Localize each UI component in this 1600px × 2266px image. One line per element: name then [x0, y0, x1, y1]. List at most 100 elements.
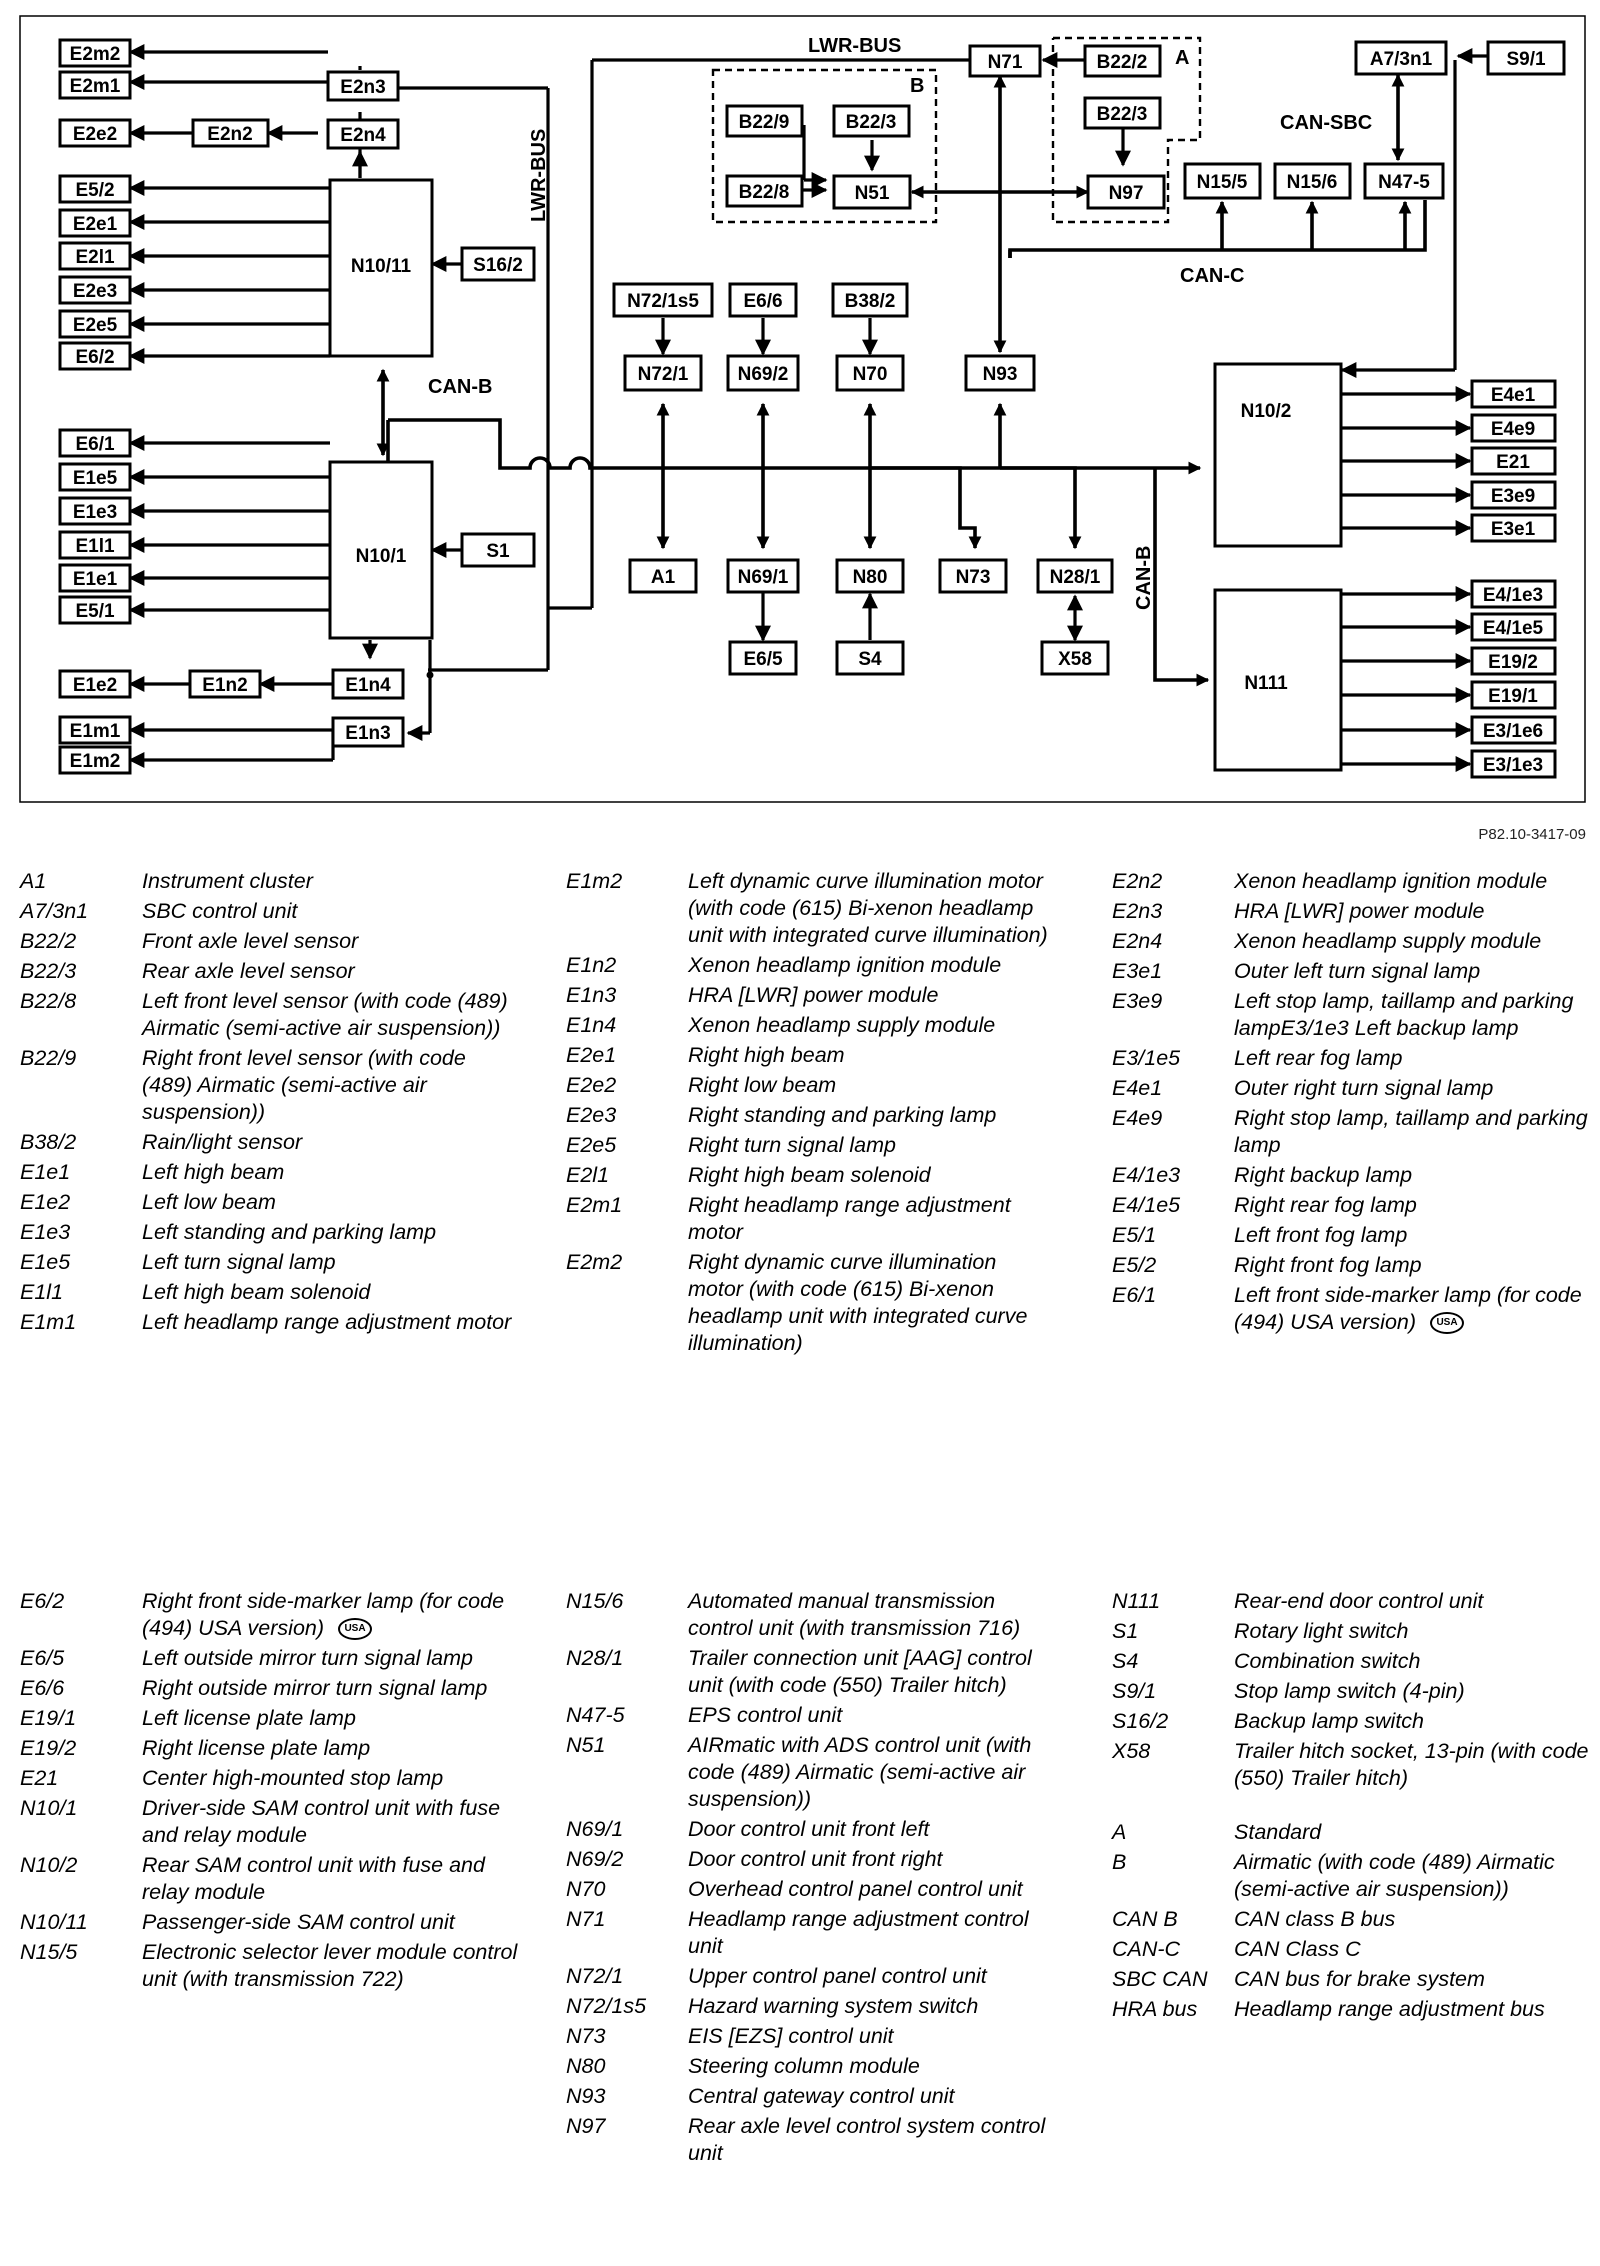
- legend-description-text: Rear axle level sensor: [142, 959, 355, 983]
- node-s16-2: S16/2: [460, 246, 536, 282]
- legend-description: HRA [LWR] power module: [688, 982, 1056, 1009]
- svg-text:E1n2: E1n2: [202, 675, 247, 696]
- svg-text:B22/2: B22/2: [1097, 52, 1148, 73]
- legend-description-text: Right low beam: [688, 1073, 837, 1097]
- legend-code: E5/2: [1112, 1253, 1157, 1277]
- svg-text:N93: N93: [983, 364, 1018, 385]
- node-e19-2: E19/2: [1470, 646, 1557, 676]
- legend-description: Left headlamp range adjustment motor: [142, 1309, 520, 1336]
- svg-text:E1e5: E1e5: [73, 468, 118, 489]
- legend-code: N15/6: [566, 1589, 624, 1613]
- legend-description-text: Left turn signal lamp: [142, 1250, 336, 1274]
- legend-description-text: Left outside mirror turn signal lamp: [142, 1646, 474, 1670]
- legend-description-text: Hazard warning system switch: [688, 1994, 979, 2018]
- node-n111: N111: [1213, 588, 1343, 772]
- legend-item: E2e2 Right low beam: [566, 1072, 1056, 1099]
- legend-code: E1l1: [20, 1280, 64, 1304]
- legend-code: E2m2: [566, 1250, 623, 1274]
- svg-text:E2e2: E2e2: [73, 124, 117, 145]
- legend-description-text: Left front side-marker lamp (for code (4…: [1234, 1283, 1582, 1334]
- legend-code: S9/1: [1112, 1679, 1157, 1703]
- legend-code: S4: [1112, 1649, 1139, 1673]
- legend-description-text: Left high beam: [142, 1160, 285, 1184]
- node-s4: S4: [835, 640, 905, 676]
- legend-description: Electronic selector lever module control…: [142, 1939, 520, 1993]
- svg-text:N69/1: N69/1: [738, 567, 789, 588]
- node-b22-8: B22/8: [725, 174, 804, 208]
- node-n80: N80: [835, 558, 905, 594]
- legend-code: N10/2: [20, 1853, 78, 1877]
- legend-description-text: Right rear fog lamp: [1234, 1193, 1417, 1217]
- svg-text:B22/3: B22/3: [846, 112, 897, 133]
- svg-text:N15/6: N15/6: [1287, 172, 1338, 193]
- node-e1n2: E1n2: [188, 669, 262, 699]
- svg-text:N97: N97: [1109, 183, 1144, 204]
- legend-code: N72/1s5: [566, 1994, 647, 2018]
- legend-description: CAN bus for brake system: [1234, 1966, 1592, 1993]
- legend-code: N111: [1112, 1589, 1161, 1613]
- legend-description-text: Right license plate lamp: [142, 1736, 371, 1760]
- legend-code: E4/1e5: [1112, 1193, 1181, 1217]
- svg-text:E5/2: E5/2: [75, 180, 114, 201]
- wiring-diagram: E2m2 E2m1 E2n3 E2e2 E2n2 E2n4 E5/2 E2e1 …: [19, 15, 1586, 803]
- node-b22-9: B22/9: [725, 104, 804, 138]
- legend-description-text: Electronic selector lever module control…: [142, 1940, 518, 1991]
- legend-code: E1e5: [20, 1250, 71, 1274]
- legend-description: Airmatic (with code (489) Airmatic (semi…: [1234, 1849, 1592, 1903]
- legend-description-text: Left rear fog lamp: [1234, 1046, 1403, 1070]
- legend-code: B22/2: [20, 929, 77, 953]
- node-a1: A1: [628, 558, 698, 594]
- node-e1m2: E1m2: [58, 745, 132, 775]
- legend-code: E2e2: [566, 1073, 617, 1097]
- legend-description-text: Outer left turn signal lamp: [1234, 959, 1481, 983]
- node-b22-3-b: B22/3: [832, 104, 911, 138]
- legend-code: N28/1: [566, 1646, 624, 1670]
- legend-description: Right license plate lamp: [142, 1735, 520, 1762]
- legend-code: N70: [566, 1877, 606, 1901]
- svg-text:E4/1e3: E4/1e3: [1483, 585, 1543, 606]
- legend-code: SBC CAN: [1112, 1967, 1208, 1991]
- legend-code: X58: [1112, 1739, 1151, 1763]
- legend-description: Outer left turn signal lamp: [1234, 958, 1592, 985]
- svg-text:E2n4: E2n4: [340, 125, 386, 146]
- legend-description: Xenon headlamp supply module: [688, 1012, 1056, 1039]
- legend-description: Trailer hitch socket, 13-pin (with code …: [1234, 1738, 1592, 1792]
- node-e3-1e3: E3/1e3: [1470, 749, 1557, 779]
- node-e4-1e5: E4/1e5: [1470, 612, 1557, 642]
- svg-text:E2l1: E2l1: [75, 247, 115, 268]
- legend-code: E1n2: [566, 953, 617, 977]
- legend-description: SBC control unit: [142, 898, 520, 925]
- legend-description: Left front fog lamp: [1234, 1222, 1592, 1249]
- svg-text:A7/3n1: A7/3n1: [1370, 49, 1433, 70]
- legend-description: Left high beam solenoid: [142, 1279, 520, 1306]
- figure-id: P82.10-3417-09: [1478, 826, 1586, 843]
- legend-description: Left turn signal lamp: [142, 1249, 520, 1276]
- node-e1n3: E1n3: [331, 716, 405, 748]
- node-e5-1: E5/1: [58, 595, 132, 625]
- legend-description-text: Outer right turn signal lamp: [1234, 1076, 1494, 1100]
- legend-description-text: Door control unit front left: [688, 1817, 930, 1841]
- legend-code: S16/2: [1112, 1709, 1169, 1733]
- legend-description-text: Standard: [1234, 1820, 1322, 1844]
- svg-text:E1m1: E1m1: [70, 721, 121, 742]
- legend-description-text: Stop lamp switch (4-pin): [1234, 1679, 1465, 1703]
- group-b-outline: [711, 68, 938, 224]
- legend-description-text: Instrument cluster: [142, 869, 313, 893]
- legend-gap: [1112, 1795, 1592, 1819]
- legend-description-text: Right outside mirror turn signal lamp: [142, 1676, 488, 1700]
